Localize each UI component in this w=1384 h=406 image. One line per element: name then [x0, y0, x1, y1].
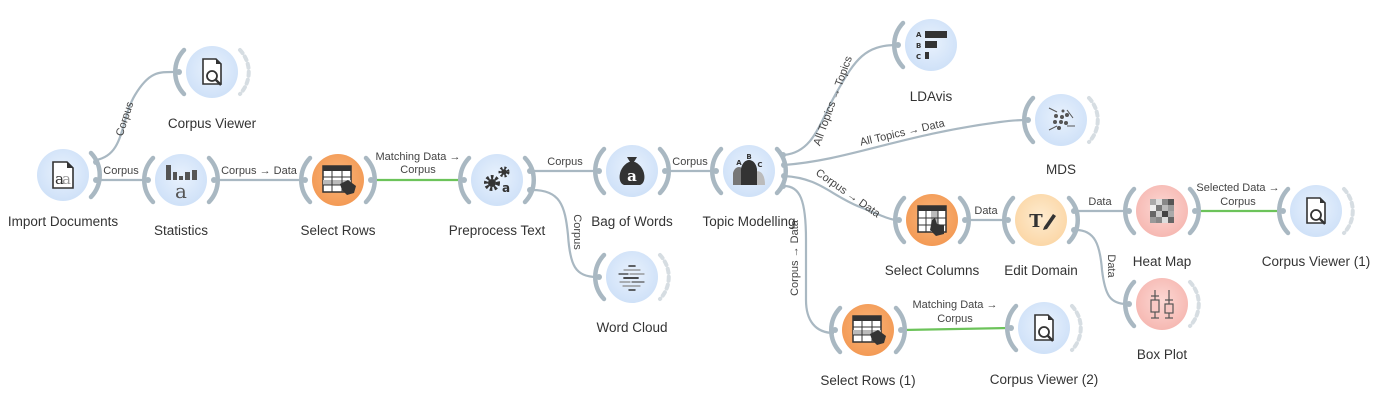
node-label: Select Rows: [300, 223, 375, 238]
edge-label-line-2: Corpus: [937, 313, 973, 325]
edge-label: Corpus → Data: [789, 219, 801, 296]
node-label: Statistics: [154, 223, 208, 238]
statistics-icon: a: [166, 165, 197, 203]
node-label: Select Rows (1): [820, 373, 915, 388]
gears-icon: a: [484, 166, 510, 195]
edge-label: All Topics → Topics: [811, 54, 855, 147]
svg-text:B: B: [746, 153, 751, 161]
svg-text:a: a: [175, 179, 187, 203]
node-label: Bag of Words: [591, 214, 673, 229]
edge-label: Corpus: [114, 100, 137, 138]
node-corpus-viewer-1[interactable]: Corpus Viewer (1): [1262, 185, 1371, 269]
edge-label: Corpus: [103, 165, 139, 177]
edge-label: Data: [1088, 196, 1112, 208]
edge-label: Corpus → Data: [221, 165, 298, 177]
heatmap-icon: [1150, 199, 1174, 223]
node-import-documents[interactable]: a a Import Documents: [8, 149, 119, 229]
bag-icon: a: [619, 157, 645, 185]
node-topic-modelling[interactable]: A B C Topic Modelling: [702, 145, 796, 229]
node-label: Topic Modelling: [702, 214, 795, 229]
edge-label: Data: [974, 205, 998, 217]
node-label: Box Plot: [1137, 347, 1188, 362]
svg-text:A: A: [916, 31, 922, 39]
edge-edit-domain-heat-map[interactable]: Data: [1076, 196, 1127, 213]
node-word-cloud[interactable]: Word Cloud: [593, 251, 671, 335]
edge-topic-modelling-select-rows-1[interactable]: Corpus → Data: [783, 184, 835, 335]
edge-label-line-1: Matching Data →: [913, 299, 998, 311]
svg-text:a: a: [62, 170, 71, 188]
svg-text:C: C: [916, 53, 921, 61]
edge-label: Corpus: [571, 214, 583, 250]
edge-label-line-1: Matching Data →: [376, 151, 461, 163]
node-edit-domain[interactable]: T Edit Domain: [1002, 194, 1080, 278]
edge-bag-of-words-topic-modelling[interactable]: Corpus: [667, 156, 714, 173]
svg-text:a: a: [502, 181, 510, 195]
document-magnifier-icon: [1034, 314, 1054, 342]
node-label: Select Columns: [885, 263, 980, 278]
edge-label: Corpus: [547, 156, 583, 168]
topic-peaks-icon: A B C: [733, 153, 765, 185]
document-a-icon: a a: [52, 161, 74, 189]
table-pointer-icon: [852, 315, 886, 345]
document-magnifier-icon: [202, 58, 222, 86]
edge-label-line-2: Corpus: [400, 164, 436, 176]
node-label: Word Cloud: [596, 320, 667, 335]
node-mds[interactable]: MDS: [1022, 94, 1100, 177]
node-select-columns[interactable]: Select Columns: [885, 194, 980, 278]
node-statistics[interactable]: a Statistics: [142, 154, 220, 238]
edges-layer: Corpus Corpus Corpus → Data Matching Dat…: [95, 43, 1281, 335]
edge-topic-modelling-select-columns[interactable]: Corpus → Data: [783, 167, 898, 222]
edge-label-line-2: Corpus: [1220, 196, 1256, 208]
node-label: MDS: [1046, 162, 1076, 177]
text-edit-icon: T: [1029, 211, 1056, 232]
node-bag-of-words[interactable]: a Bag of Words: [591, 145, 673, 229]
node-label: Corpus Viewer (2): [990, 372, 1099, 387]
node-heat-map[interactable]: Heat Map: [1123, 185, 1201, 269]
edge-heat-map-corpus-viewer-1[interactable]: Selected Data → Corpus: [1196, 182, 1281, 213]
node-preprocess-text[interactable]: a Preprocess Text: [449, 154, 546, 238]
node-select-rows[interactable]: Select Rows: [299, 154, 377, 238]
box-plot-icon: [1150, 290, 1174, 319]
edge-label-line-1: Selected Data →: [1196, 182, 1279, 194]
edge-label: Corpus → Data: [813, 167, 883, 221]
document-magnifier-icon: [1306, 197, 1326, 225]
word-cloud-icon: [618, 265, 645, 291]
node-corpus-viewer-2[interactable]: Corpus Viewer (2): [990, 302, 1099, 387]
edge-select-rows-1-corpus-viewer-2[interactable]: Matching Data → Corpus: [902, 299, 1010, 332]
node-label: Corpus Viewer (1): [1262, 254, 1371, 269]
edge-preprocess-text-bag-of-words[interactable]: Corpus: [532, 156, 597, 173]
edge-preprocess-text-word-cloud[interactable]: Corpus: [531, 188, 598, 279]
edge-select-rows-preprocess-text[interactable]: Matching Data → Corpus: [373, 151, 462, 182]
edge-statistics-select-rows[interactable]: Corpus → Data: [216, 165, 303, 182]
svg-text:A: A: [736, 159, 742, 167]
bar-abc-icon: A B C: [916, 31, 947, 61]
svg-text:B: B: [916, 42, 921, 50]
node-label: Edit Domain: [1004, 263, 1078, 278]
svg-text:a: a: [627, 167, 637, 185]
node-corpus-viewer[interactable]: Corpus Viewer: [168, 46, 257, 131]
node-select-rows-1[interactable]: Select Rows (1): [820, 304, 916, 388]
node-label: Corpus Viewer: [168, 116, 257, 131]
svg-text:a: a: [55, 170, 64, 188]
node-label: Import Documents: [8, 214, 119, 229]
scatter-arrows-icon: [1048, 107, 1075, 131]
edge-select-columns-edit-domain[interactable]: Data: [967, 205, 1006, 222]
node-label: Preprocess Text: [449, 223, 546, 238]
nodes-layer: a a Import Documents Corpus Viewer: [8, 19, 1370, 388]
svg-text:T: T: [1029, 211, 1043, 232]
node-box-plot[interactable]: Box Plot: [1123, 278, 1201, 362]
table-pointer-icon: [322, 165, 356, 195]
edge-import-documents-corpus-viewer[interactable]: Corpus: [95, 70, 179, 162]
edge-label: Corpus: [672, 156, 708, 168]
svg-text:C: C: [757, 161, 762, 169]
node-ldavis[interactable]: A B C LDAvis: [892, 19, 957, 104]
node-label: Heat Map: [1133, 254, 1192, 269]
edge-label: Data: [1105, 254, 1117, 278]
table-column-pointer-icon: [917, 205, 947, 236]
edge-import-documents-statistics[interactable]: Corpus: [96, 165, 146, 182]
node-label: LDAvis: [910, 89, 953, 104]
edge-edit-domain-box-plot[interactable]: Data: [1075, 228, 1128, 306]
